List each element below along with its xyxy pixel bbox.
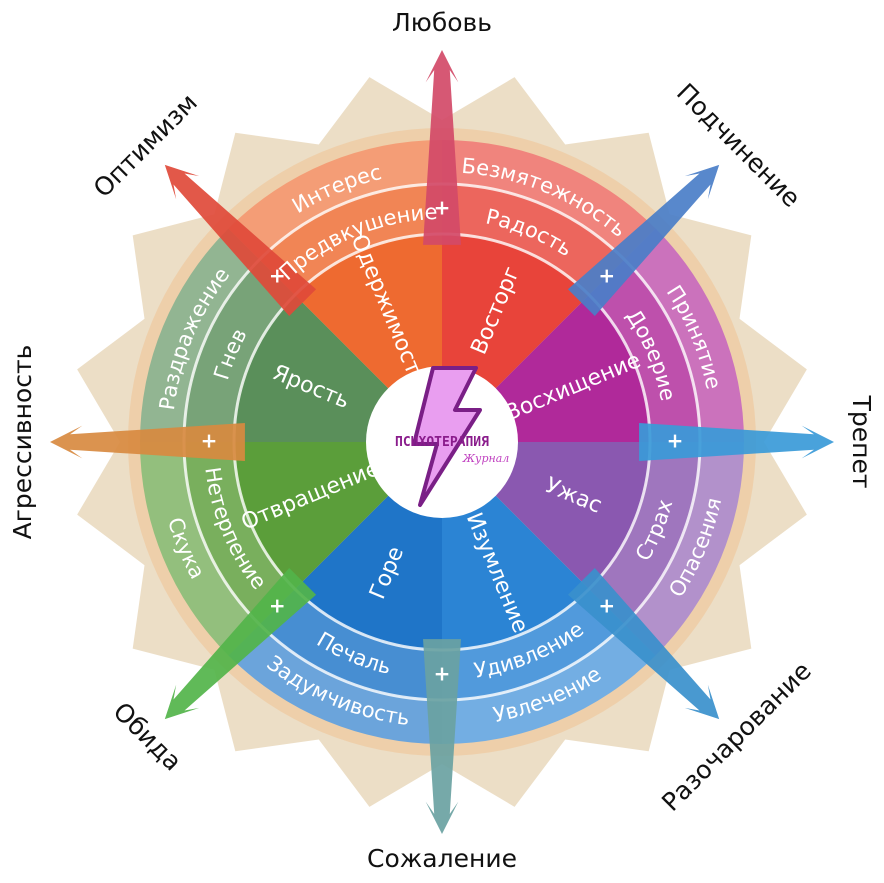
center-logo: ПСИХОТЕРАПИЯ Журнал	[366, 366, 518, 518]
sector-middle	[589, 259, 700, 442]
dyad-arrows	[50, 50, 834, 834]
sector-outer	[228, 624, 442, 744]
plus-sign: +	[598, 593, 615, 617]
dyad-arrow	[423, 50, 461, 245]
dyad-label: Агрессивность	[8, 345, 37, 540]
sector-middle	[589, 442, 700, 625]
plus-sign: +	[269, 593, 286, 617]
dyad-arrow	[164, 164, 317, 317]
plus-sign: +	[434, 196, 451, 220]
sector-middle	[184, 259, 295, 442]
sector-middle	[184, 442, 295, 625]
plus-sign: +	[667, 429, 684, 453]
sector-outer	[624, 228, 744, 442]
sector-middle	[442, 589, 625, 700]
sector-middle	[442, 184, 625, 295]
dyad-arrow	[50, 423, 245, 461]
sector-middle	[259, 589, 442, 700]
sector-outer	[624, 442, 744, 656]
sector-middle	[259, 184, 442, 295]
dyad-arrow	[164, 567, 317, 720]
dyad-arrow	[423, 639, 461, 834]
dyad-arrow	[567, 567, 720, 720]
plus-sign: +	[201, 429, 218, 453]
dyad-arrow	[567, 164, 720, 317]
dyad-label: Любовь	[392, 8, 492, 37]
dyad-label: Сожаление	[367, 844, 517, 873]
logo-subtitle: Журнал	[462, 452, 510, 465]
plus-sign: +	[434, 662, 451, 686]
sector-outer	[442, 624, 656, 744]
sector-outer	[442, 140, 656, 260]
plus-sign: +	[598, 264, 615, 288]
dyad-label: Трепет	[847, 395, 876, 489]
plus-sign: +	[269, 264, 286, 288]
logo-title: ПСИХОТЕРАПИЯ	[395, 435, 489, 450]
sector-outer	[140, 442, 260, 656]
dyad-arrow	[639, 423, 834, 461]
sector-outer	[140, 228, 260, 442]
sector-outer	[228, 140, 442, 260]
lightning-bolt-icon	[412, 366, 482, 507]
